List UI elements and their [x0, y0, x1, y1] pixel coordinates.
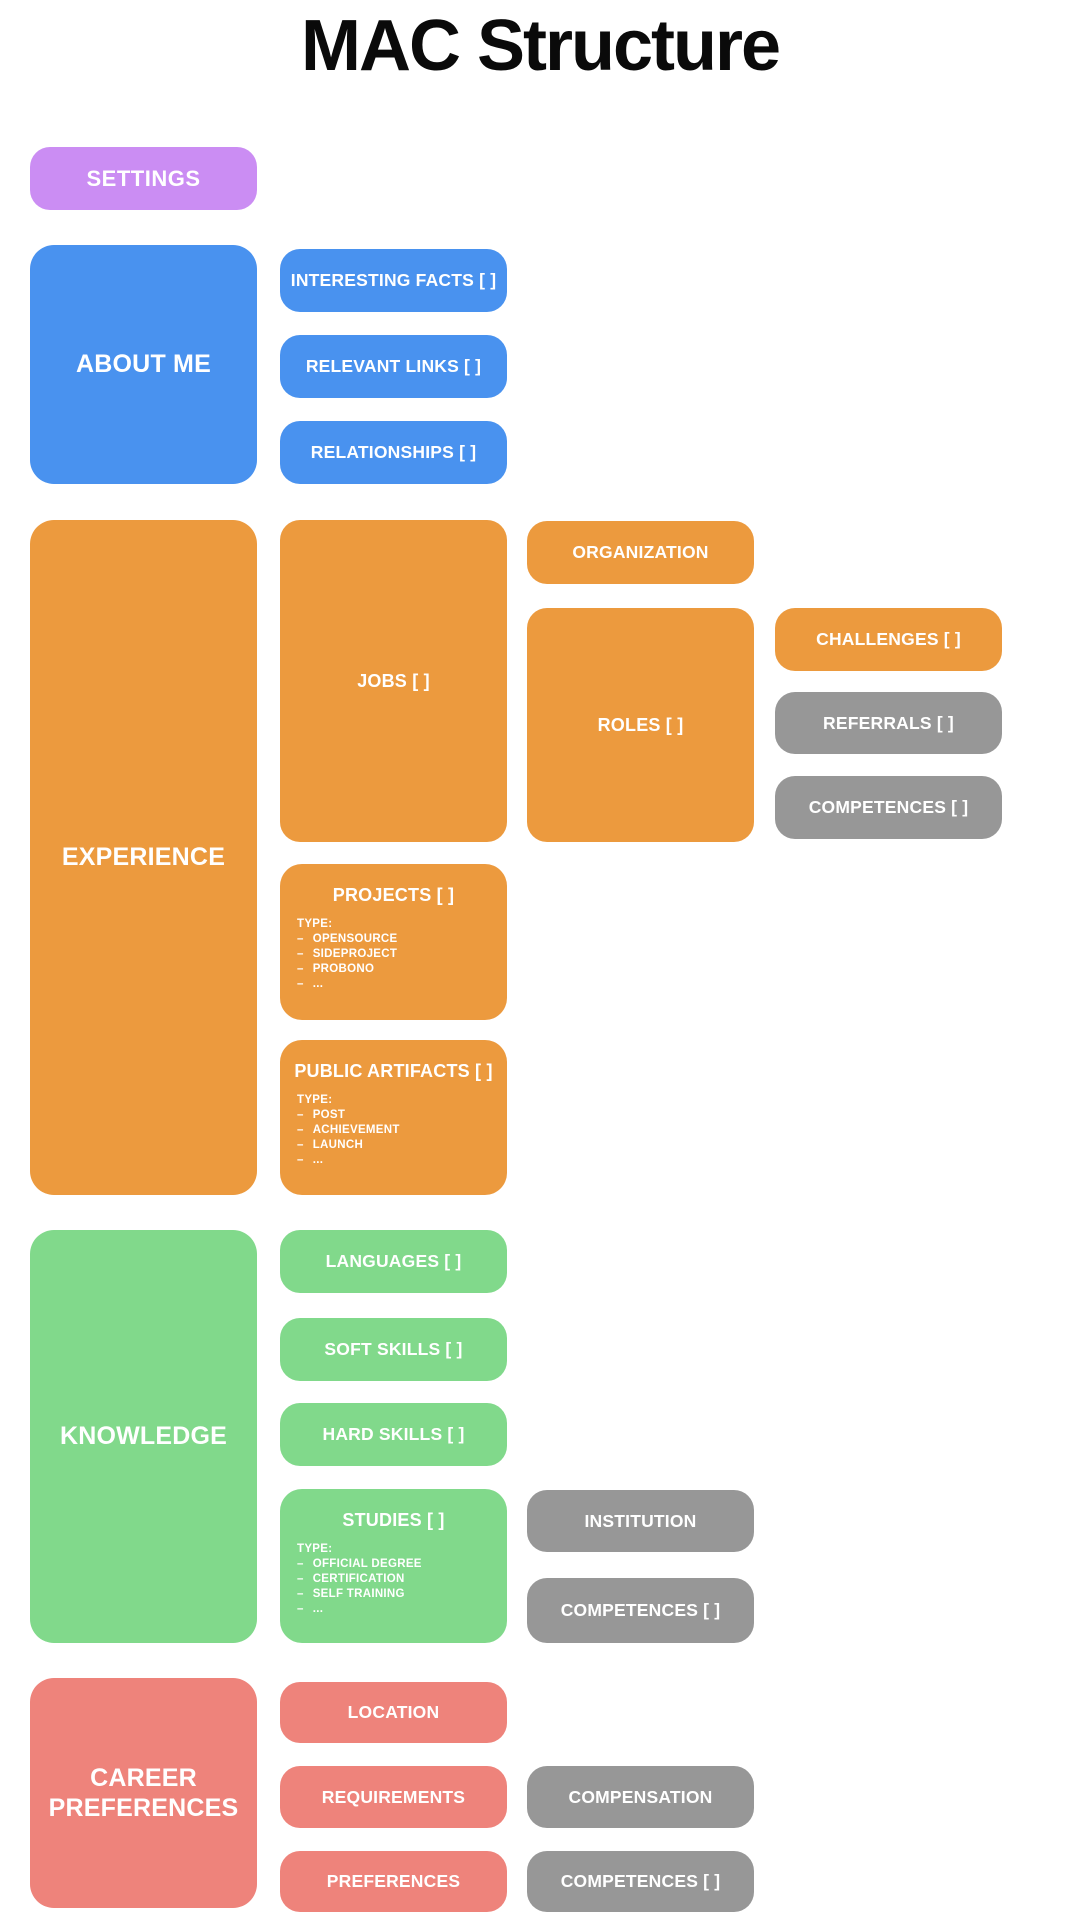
type-list-item: –POST — [297, 1108, 501, 1123]
dash-bullet: – — [297, 1124, 304, 1136]
type-list-item: –OPENSOURCE — [297, 932, 501, 947]
node-label: LANGUAGES [ ] — [325, 1251, 462, 1271]
dash-bullet: – — [297, 1109, 304, 1121]
node-relevant-links: RELEVANT LINKS [ ] — [280, 335, 507, 398]
type-value: ACHIEVEMENT — [312, 1124, 400, 1136]
type-list-item: –ACHIEVEMENT — [297, 1123, 501, 1138]
type-list-item: –LAUNCH — [297, 1138, 501, 1153]
node-label: REQUIREMENTS — [321, 1786, 466, 1807]
dash-bullet: – — [297, 1603, 304, 1615]
type-list-item: –CERTIFICATION — [297, 1572, 501, 1587]
node-institution: INSTITUTION — [527, 1490, 754, 1552]
type-value: POST — [312, 1109, 346, 1121]
type-list: TYPE: –POST –ACHIEVEMENT –LAUNCH –... — [280, 1093, 507, 1168]
node-label: STUDIES [ ] — [342, 1510, 445, 1530]
node-jobs: JOBS [ ] — [280, 520, 507, 842]
node-referrals: REFERRALS [ ] — [775, 692, 1002, 754]
node-label: COMPETENCES [ ] — [808, 797, 969, 817]
type-value: LAUNCH — [312, 1139, 364, 1151]
page-title: MAC Structure — [300, 6, 781, 86]
node-label: LOCATION — [347, 1702, 440, 1722]
type-list-item: –OFFICIAL DEGREE — [297, 1557, 501, 1572]
node-roles: ROLES [ ] — [527, 608, 754, 842]
node-label: INSTITUTION — [584, 1510, 697, 1531]
node-label: ROLES [ ] — [597, 714, 684, 735]
dash-bullet: – — [297, 978, 304, 990]
node-label: REFERRALS [ ] — [823, 712, 954, 733]
node-competences-preferences: COMPETENCES [ ] — [527, 1851, 754, 1912]
node-requirements: REQUIREMENTS — [280, 1766, 507, 1828]
type-list: TYPE: –OFFICIAL DEGREE –CERTIFICATION –S… — [280, 1542, 507, 1617]
node-label: PROJECTS [ ] — [332, 885, 455, 905]
dash-bullet: – — [297, 1573, 304, 1585]
node-interesting-facts: INTERESTING FACTS [ ] — [280, 249, 507, 312]
node-public-artifacts: PUBLIC ARTIFACTS [ ] TYPE: –POST –ACHIEV… — [280, 1040, 507, 1195]
type-list: TYPE: –OPENSOURCE –SIDEPROJECT –PROBONO … — [280, 917, 507, 992]
type-value: SELF TRAINING — [312, 1588, 405, 1600]
type-value: CERTIFICATION — [312, 1573, 405, 1585]
node-label: SOFT SKILLS [ ] — [324, 1339, 463, 1359]
node-projects: PROJECTS [ ] TYPE: –OPENSOURCE –SIDEPROJ… — [280, 864, 507, 1020]
type-value: ... — [312, 1154, 324, 1166]
node-settings: SETTINGS — [30, 147, 257, 210]
node-label: ABOUT ME — [76, 350, 211, 378]
node-label: INTERESTING FACTS [ ] — [290, 270, 497, 290]
node-label: CAREER PREFERENCES — [48, 1763, 239, 1823]
node-compensation: COMPENSATION — [527, 1766, 754, 1828]
node-competences-roles: COMPETENCES [ ] — [775, 776, 1002, 839]
node-career-preferences: CAREER PREFERENCES — [30, 1678, 257, 1908]
node-location: LOCATION — [280, 1682, 507, 1743]
node-label: ORGANIZATION — [572, 542, 709, 562]
type-value: ... — [312, 1603, 324, 1615]
node-label: COMPETENCES [ ] — [560, 1600, 721, 1620]
node-label: CHALLENGES [ ] — [816, 629, 961, 649]
type-value: OFFICIAL DEGREE — [312, 1558, 422, 1570]
node-relationships: RELATIONSHIPS [ ] — [280, 421, 507, 484]
node-preferences: PREFERENCES — [280, 1851, 507, 1912]
node-competences-studies: COMPETENCES [ ] — [527, 1578, 754, 1643]
node-studies: STUDIES [ ] TYPE: –OFFICIAL DEGREE –CERT… — [280, 1489, 507, 1643]
node-languages: LANGUAGES [ ] — [280, 1230, 507, 1293]
dash-bullet: – — [297, 948, 304, 960]
node-label: KNOWLEDGE — [59, 1422, 228, 1450]
type-value: SIDEPROJECT — [312, 948, 398, 960]
type-list-item: –... — [297, 1602, 501, 1617]
node-label: EXPERIENCE — [61, 843, 226, 871]
node-soft-skills: SOFT SKILLS [ ] — [280, 1318, 507, 1381]
node-label: RELATIONSHIPS [ ] — [310, 442, 477, 462]
type-list-item: –PROBONO — [297, 962, 501, 977]
dash-bullet: – — [297, 933, 304, 945]
node-experience: EXPERIENCE — [30, 520, 257, 1195]
type-list-header: TYPE: — [297, 1543, 333, 1555]
type-list-item: –SELF TRAINING — [297, 1587, 501, 1602]
type-value: PROBONO — [312, 963, 375, 975]
node-label: PREFERENCES — [326, 1871, 461, 1891]
type-value: OPENSOURCE — [312, 933, 398, 945]
type-list-header: TYPE: — [297, 918, 333, 930]
dash-bullet: – — [297, 1154, 304, 1166]
node-hard-skills: HARD SKILLS [ ] — [280, 1403, 507, 1466]
node-label: SETTINGS — [86, 165, 201, 191]
node-label: JOBS [ ] — [357, 670, 430, 691]
type-value: ... — [312, 978, 324, 990]
node-challenges: CHALLENGES [ ] — [775, 608, 1002, 671]
node-label: COMPENSATION — [568, 1786, 713, 1807]
type-list-item: –... — [297, 1153, 501, 1168]
dash-bullet: – — [297, 1588, 304, 1600]
node-label: HARD SKILLS [ ] — [322, 1424, 465, 1444]
type-list-item: –... — [297, 977, 501, 992]
node-label: PUBLIC ARTIFACTS [ ] — [294, 1061, 493, 1081]
type-list-item: –SIDEPROJECT — [297, 947, 501, 962]
type-list-header: TYPE: — [297, 1094, 333, 1106]
dash-bullet: – — [297, 1139, 304, 1151]
node-label: RELEVANT LINKS [ ] — [305, 356, 482, 376]
node-about-me: ABOUT ME — [30, 245, 257, 484]
node-label: COMPETENCES [ ] — [560, 1871, 721, 1891]
node-knowledge: KNOWLEDGE — [30, 1230, 257, 1643]
dash-bullet: – — [297, 963, 304, 975]
node-organization: ORGANIZATION — [527, 521, 754, 584]
dash-bullet: – — [297, 1558, 304, 1570]
